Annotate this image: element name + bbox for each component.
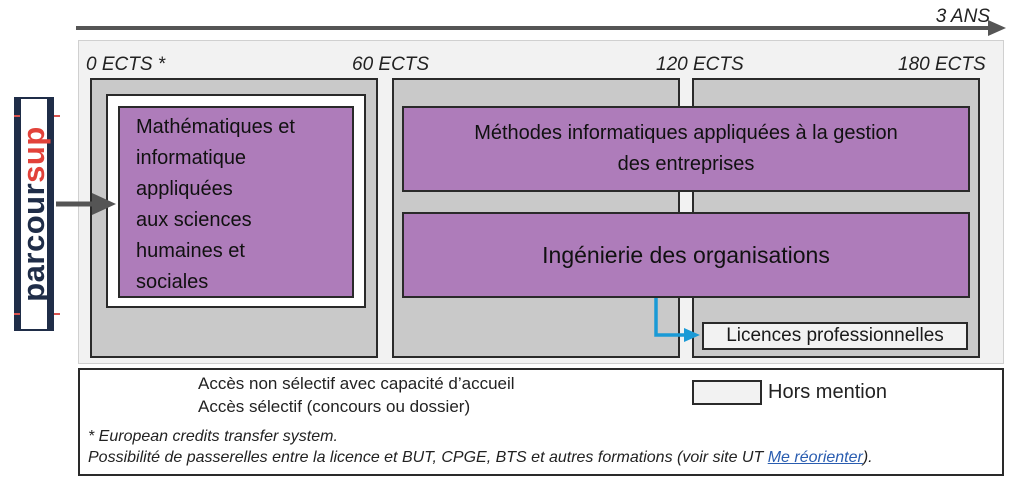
logo-text-red: sup: [16, 126, 51, 183]
parcours-methodes-informatiques[interactable]: Méthodes informatiques appliquées à la g…: [402, 106, 970, 192]
duration-label: 3 ANS: [935, 6, 990, 27]
logo-tick: [54, 115, 60, 117]
ects-label-180: 180 ECTS: [898, 54, 986, 75]
parcoursup-logo[interactable]: parcoursup: [14, 97, 60, 331]
mention-line: humaines et: [136, 240, 245, 262]
licences-professionnelles-label: Licences professionnelles: [726, 325, 944, 346]
licences-professionnelles-box[interactable]: Licences professionnelles: [702, 322, 968, 350]
ects-label-120: 120 ECTS: [656, 54, 744, 75]
me-reorienter-link[interactable]: Me réorienter: [767, 449, 863, 466]
selective-access-arrow: [654, 298, 700, 342]
mention-line: Mathématiques et: [136, 116, 295, 138]
ects-label-60: 60 ECTS: [352, 54, 430, 75]
timeline-arrow-head: [988, 20, 1006, 36]
legend-hors-mention-swatch: [692, 380, 762, 405]
logo-tick: [14, 115, 20, 117]
parcoursup-wordmark: parcoursup: [16, 126, 52, 302]
parcours-ingenierie-organisations[interactable]: Ingénierie des organisations: [402, 212, 970, 298]
ects-label-0: 0 ECTS *: [86, 54, 166, 75]
timeline-line: [76, 26, 992, 30]
mention-maths-info-shs[interactable]: Mathématiques et informatique appliquées…: [118, 106, 354, 298]
ects-footnote: * European credits transfer system.: [88, 428, 338, 445]
mention-line: aux sciences: [136, 209, 252, 231]
logo-tick: [14, 313, 20, 315]
mention-line: informatique: [136, 147, 247, 169]
parcours-label: Ingénierie des organisations: [542, 241, 830, 268]
mention-line: sociales: [136, 271, 209, 293]
note-text: Possibilité de passerelles entre la lice…: [88, 449, 768, 466]
logo-tick: [54, 313, 60, 315]
legend-hors-mention-label: Hors mention: [768, 381, 887, 403]
legend-selective-label: Accès sélectif (concours ou dossier): [198, 397, 471, 416]
non-selective-access-arrow: [56, 193, 116, 215]
mention-line: appliquées: [136, 178, 233, 200]
parcours-line: Méthodes informatiques appliquées à la g…: [474, 122, 898, 144]
parcours-line: des entreprises: [617, 153, 755, 175]
note-text-end: ).: [862, 449, 873, 466]
legend-box: [78, 368, 1004, 476]
legend-non-selective-label: Accès non sélectif avec capacité d’accue…: [198, 374, 515, 393]
passerelles-note: Possibilité de passerelles entre la lice…: [88, 449, 873, 467]
logo-text-dark: parcour: [16, 182, 51, 302]
